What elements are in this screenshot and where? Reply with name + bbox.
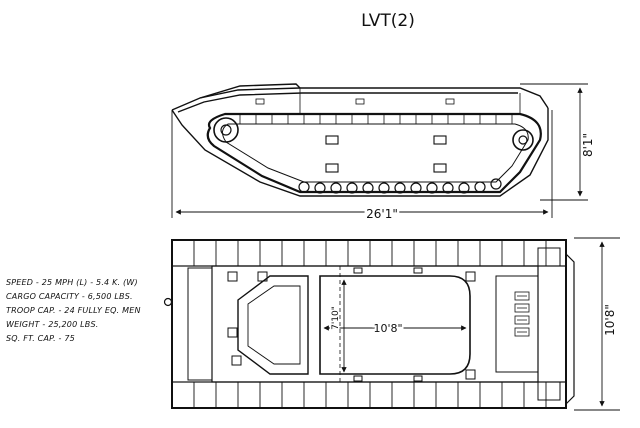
- top-view: [163, 239, 575, 409]
- side-view: [171, 83, 549, 197]
- spec-sq-ft-capacity: SQ. FT. CAP. - 75: [6, 334, 75, 343]
- spec-weight: WEIGHT - 25,200 LBS.: [6, 320, 99, 329]
- side-dimensions: [171, 83, 588, 218]
- cargo-length-label: 10'8": [373, 322, 402, 335]
- diagram-title: LVT(2): [361, 11, 415, 31]
- cargo-width-label: 7'10": [331, 306, 341, 330]
- spec-troop-capacity: TROOP CAP. - 24 FULLY EQ. MEN: [6, 306, 141, 315]
- width-dimension-label: 10'8": [603, 304, 617, 336]
- top-dimensions: [323, 237, 620, 411]
- spec-cargo-capacity: CARGO CAPACITY - 6,500 LBS.: [6, 292, 133, 301]
- spec-speed: SPEED - 25 MPH (L) - 5.4 K. (W): [6, 278, 138, 287]
- spec-list: SPEED - 25 MPH (L) - 5.4 K. (W) CARGO CA…: [6, 276, 176, 346]
- length-dimension-label: 26'1": [366, 207, 398, 221]
- height-dimension-label: 8'1": [581, 133, 595, 157]
